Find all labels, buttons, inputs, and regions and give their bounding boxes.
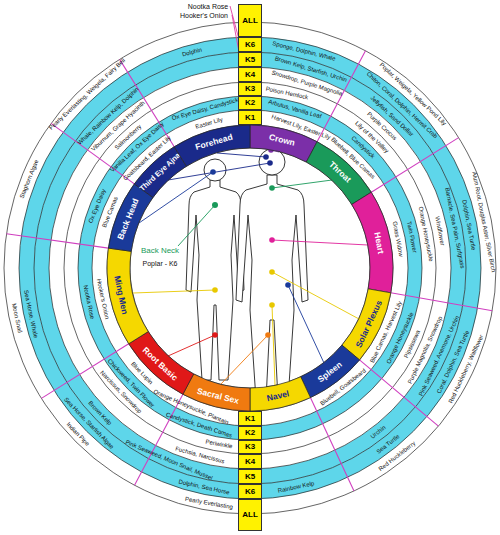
scale-cell: ALL xyxy=(238,499,262,531)
chakra-segment: Forehead xyxy=(174,125,250,167)
sector-divider xyxy=(135,394,183,485)
scale-cell: K5 xyxy=(238,52,262,67)
leader-line xyxy=(272,272,359,319)
chakra-segment: Back Head xyxy=(108,183,153,252)
chakra-dots xyxy=(210,147,291,338)
node-label: ALL xyxy=(242,511,258,519)
essence-label: Periwinkle xyxy=(205,439,233,450)
node-label: K4 xyxy=(245,458,255,466)
node-label: K1 xyxy=(245,415,255,423)
segment-outline xyxy=(342,289,391,360)
node-label: K1 xyxy=(245,114,255,122)
ring-line xyxy=(49,67,451,469)
cyan-ring xyxy=(27,45,474,492)
sector-dividers xyxy=(6,51,492,491)
chakra-dot xyxy=(212,202,218,208)
segment-shape xyxy=(351,192,393,293)
leader-line xyxy=(133,290,215,293)
scale-cell: K4 xyxy=(238,454,262,469)
chakra-dot xyxy=(263,154,269,160)
leader-line xyxy=(221,335,268,384)
leader-line xyxy=(168,335,215,356)
scale-cell: K2 xyxy=(238,96,262,110)
chakra-dot xyxy=(269,185,275,191)
chakra-dot xyxy=(212,332,218,338)
front-figure-body xyxy=(236,175,308,400)
node-label: K2 xyxy=(245,99,255,107)
chakra-dot xyxy=(269,237,275,243)
ring-line xyxy=(19,37,481,499)
sector-divider xyxy=(360,360,439,426)
segment-outline xyxy=(108,184,153,251)
chakra-leaders xyxy=(133,6,368,385)
leader-line xyxy=(272,240,368,245)
chakra-segment: Spleen xyxy=(300,345,360,398)
node-label: K2 xyxy=(245,429,255,437)
chakra-dot xyxy=(285,282,291,288)
essence-label: Hooker's Onion xyxy=(180,12,228,19)
node-label: K6 xyxy=(245,488,255,496)
segment-outline xyxy=(301,345,360,397)
chakra-segment: Solar Plexus xyxy=(341,288,391,360)
back-figure-head xyxy=(204,159,226,181)
chakra-segment: Navel xyxy=(250,376,311,411)
sector-divider xyxy=(391,293,493,311)
front-figure-head xyxy=(259,149,285,175)
essence-label: Moon Snail xyxy=(11,302,23,333)
segment-outline xyxy=(174,125,250,166)
segment-outline xyxy=(107,248,148,344)
scale-cell: K5 xyxy=(238,469,262,484)
sector-divider xyxy=(6,234,108,248)
ring-line xyxy=(130,148,370,388)
scale-cell: K1 xyxy=(238,411,262,426)
segment-outline xyxy=(129,332,194,395)
node-label: K5 xyxy=(245,56,255,64)
chakra-dot xyxy=(212,287,218,293)
chakra-dot xyxy=(265,332,271,338)
cyan-ring xyxy=(85,103,415,433)
scale-cell: K3 xyxy=(238,82,262,96)
chakra-segment: Heart xyxy=(351,192,393,293)
node-label: K6 xyxy=(245,41,255,49)
leader-line xyxy=(272,180,332,188)
essence-label: Poplar - K6 xyxy=(142,260,177,267)
essence-label: Nootka Rose xyxy=(188,3,228,10)
leader-line xyxy=(178,205,215,246)
back-figure-body xyxy=(186,180,244,380)
ring-line xyxy=(4,22,496,514)
chakra-dot xyxy=(269,269,275,275)
scale-cell: ALL xyxy=(238,4,262,37)
scale-cell: K6 xyxy=(238,37,262,52)
scale-cell: K2 xyxy=(238,426,262,440)
chakra-dot xyxy=(210,169,216,175)
essence-label: Windflower xyxy=(434,216,446,246)
node-label: K4 xyxy=(245,71,255,79)
scale-cell: K4 xyxy=(238,67,262,82)
leader-line xyxy=(217,153,266,157)
segment-outline xyxy=(250,377,310,411)
cyan-ring xyxy=(42,60,459,477)
chakra-dot xyxy=(267,160,273,166)
chakra-dot xyxy=(269,302,275,308)
scale-cell: K6 xyxy=(238,484,262,499)
node-label: K3 xyxy=(245,443,255,451)
ring-line xyxy=(107,125,393,411)
ring-line xyxy=(78,96,422,440)
essence-label: Back Neck xyxy=(141,247,179,255)
scale-cell: K3 xyxy=(238,440,262,454)
ring-line xyxy=(34,52,466,484)
sector-divider xyxy=(310,398,354,491)
ring-lines xyxy=(4,22,496,514)
node-label: K5 xyxy=(245,473,255,481)
leader-line xyxy=(272,305,275,385)
ring-line xyxy=(64,82,436,454)
segment-outline xyxy=(306,142,371,205)
scale-cell: K1 xyxy=(238,110,262,125)
segment-outline xyxy=(352,192,393,293)
node-label: K3 xyxy=(245,85,255,93)
ring-line xyxy=(92,110,408,426)
node-label: ALL xyxy=(242,17,258,25)
